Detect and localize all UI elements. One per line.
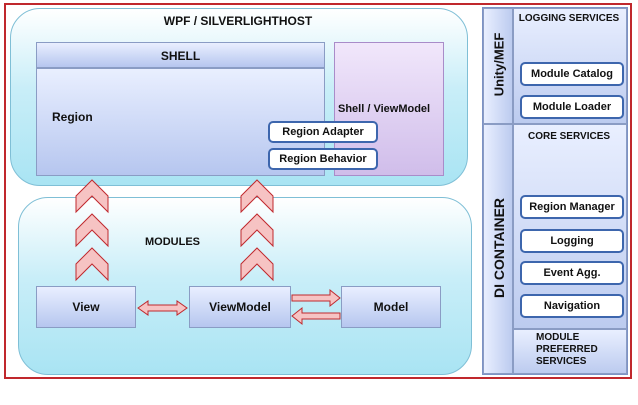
chevron-up-icon xyxy=(240,247,274,282)
double-arrow-icon xyxy=(137,300,188,316)
modules-title: MODULES xyxy=(145,236,200,248)
model-box xyxy=(341,286,441,328)
arrow-right-icon xyxy=(291,288,341,308)
module-preferred-services-line3: SERVICES xyxy=(536,356,587,367)
unity-mef-strip xyxy=(483,8,513,124)
shell-title: SHELL xyxy=(160,49,201,63)
model-label: Model xyxy=(373,300,409,314)
diagram-frame xyxy=(4,3,632,379)
module-loader-box: Module Loader xyxy=(520,95,624,119)
chevron-up-icon xyxy=(75,179,109,214)
arrow-left-icon xyxy=(291,306,341,326)
chevron-up-icon xyxy=(75,247,109,282)
di-container-strip xyxy=(483,124,513,374)
region-label: Region xyxy=(52,110,93,124)
shell-header xyxy=(36,42,325,68)
module-catalog-box: Module Catalog xyxy=(520,62,624,86)
region-adapter-box: Region Adapter xyxy=(268,121,378,143)
chevron-up-icon xyxy=(75,213,109,248)
core-services-title: CORE SERVICES xyxy=(527,131,611,142)
logging-box: Logging xyxy=(520,229,624,253)
module-preferred-services-line2: PREFERRED xyxy=(536,344,598,355)
module-preferred-services-line1: MODULE xyxy=(536,332,580,343)
shell-viewmodel-label: Shell / ViewModel xyxy=(338,103,431,115)
module-preferred-panel xyxy=(513,329,627,374)
region-manager-box: Region Manager xyxy=(520,195,624,219)
viewmodel-label: ViewModel xyxy=(209,300,271,314)
chevron-up-icon xyxy=(240,179,274,214)
view-label: View xyxy=(72,300,100,314)
view-box xyxy=(36,286,136,328)
host-title: WPF / SILVERLIGHTHOST xyxy=(163,14,313,28)
event-agg-box: Event Agg. xyxy=(520,261,624,285)
navigation-box: Navigation xyxy=(520,294,624,318)
region-behavior-box: Region Behavior xyxy=(268,148,378,170)
viewmodel-box xyxy=(189,286,291,328)
unity-mef-label: Unity/MEF xyxy=(491,32,507,97)
logging-services-title: LOGGING SERVICES xyxy=(518,13,620,24)
chevron-up-icon xyxy=(240,213,274,248)
di-container-label: DI CONTAINER xyxy=(491,197,507,299)
